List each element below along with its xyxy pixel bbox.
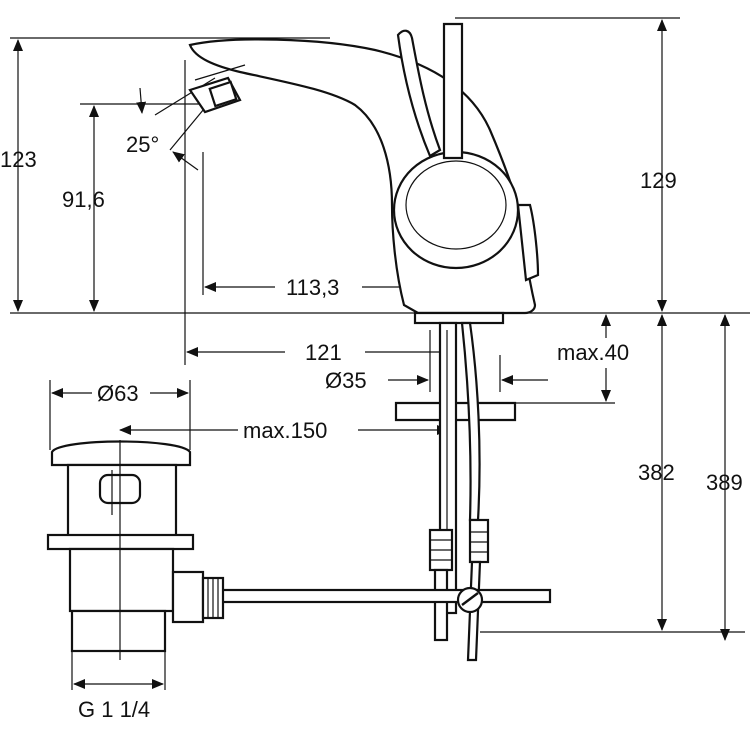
dim-389-label: 389: [706, 470, 743, 495]
dim-dia35-label: Ø35: [325, 368, 367, 393]
dim-123-label: 123: [0, 147, 37, 172]
dimension-labels: 123 91,6 25° 113,3 129 121 max.40 Ø35 Ø6…: [0, 132, 743, 722]
dim-91-6-label: 91,6: [62, 187, 105, 212]
dim-25-degree-label: 25°: [126, 132, 159, 157]
dim-113-3-label: 113,3: [286, 275, 339, 300]
tap-body: [188, 22, 540, 325]
waste-fitting: [46, 440, 225, 660]
dim-382-label: 382: [638, 460, 675, 485]
dim-thread-label: G 1 1/4: [78, 697, 150, 722]
under-counter-fittings: [213, 321, 552, 662]
dim-121-label: 121: [305, 340, 342, 365]
dim-129-label: 129: [640, 168, 677, 193]
extension-lines: [10, 17, 750, 690]
dimension-lines: [13, 19, 730, 689]
dim-dia63-label: Ø63: [97, 381, 139, 406]
dim-max150-label: max.150: [243, 418, 327, 443]
dim-max40-label: max.40: [557, 340, 629, 365]
